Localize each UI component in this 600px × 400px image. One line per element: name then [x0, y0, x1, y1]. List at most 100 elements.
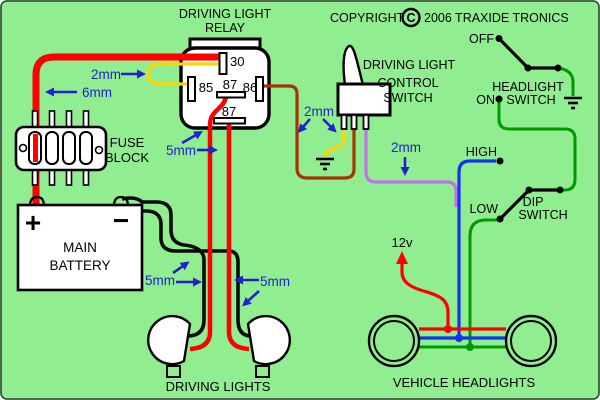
switch-terminal-common: [350, 114, 358, 130]
relay-terminal-30: [218, 52, 228, 75]
control-switch-label-3: SWITCH: [383, 91, 432, 105]
copyright-symbol-letter: C: [406, 11, 415, 25]
vehicle-headlights: 12v VEHICLE HEADLIGHTS: [367, 235, 558, 390]
dip-switch-label-1: DIP: [523, 195, 544, 209]
wire-high-beam-blue: [457, 159, 496, 338]
dip-switch-low-contact: [496, 215, 504, 223]
fuse-mount-hole-right: [94, 145, 104, 155]
wire-earth-left-lamp-black-5mm: [121, 196, 206, 338]
battery-minus-sign: −: [113, 205, 129, 236]
toggle-switch-body: [336, 82, 392, 117]
12v-arrowhead: [396, 251, 408, 264]
control-switch-label-2: CONTROL: [377, 76, 438, 90]
label-5mm-relay-out: 5mm: [166, 143, 196, 158]
junction-green: [466, 343, 474, 351]
dip-switch-common: [556, 186, 564, 194]
toggle-lever: [342, 44, 365, 87]
battery-terminal-negative: [112, 195, 130, 207]
relay-title-line2: RELAY: [205, 21, 246, 35]
battery-body: [16, 203, 144, 292]
battery-terminal-positive: [28, 195, 46, 207]
arrow-2mm-switch-yellow: [322, 118, 337, 133]
ground-symbol-control-switch: [316, 157, 334, 171]
left-lamp-bracket: [166, 365, 181, 378]
wire-low-beam-green: [468, 218, 497, 347]
junction-blue: [455, 334, 463, 342]
copyright-word: COPYRIGHT: [330, 11, 405, 25]
relay-terminal-86-label: 86: [243, 80, 257, 95]
wire-battery-feed-red-6mm: [32, 53, 221, 206]
copyright-year-company: 2006 TRAXIDE TRONICS: [424, 11, 569, 25]
arrow-5mm-relay-left: [181, 131, 203, 145]
relay-title-line1: DRIVING LIGHT: [179, 7, 272, 21]
headlight-switch-label-2: SWITCH: [506, 93, 555, 107]
left-headlight-outer: [367, 314, 421, 368]
relay-terminal-87-bottom-label: 87: [222, 104, 236, 119]
wire-12v-supply-red: [400, 264, 450, 329]
ground-symbol-headlight-switch: [564, 96, 582, 110]
fuse-block-label-2: BLOCK: [105, 150, 149, 165]
dip-switch-pivot: [525, 186, 533, 194]
label-2mm-purple: 2mm: [391, 140, 421, 155]
relay-terminal-87-mid-label: 87: [223, 77, 237, 92]
relay-terminal-30-label: 30: [230, 54, 244, 69]
battery-plus-sign: +: [25, 207, 41, 238]
dip-switch: HIGH LOW DIP SWITCH: [457, 145, 568, 347]
headlight-switch: OFF HEADLIGHT SWITCH ON: [469, 32, 582, 192]
label-6mm-feed: 6mm: [82, 85, 112, 100]
relay-terminal-85: [187, 76, 196, 102]
relay: [179, 37, 271, 130]
headlight-switch-label-1: HEADLIGHT: [492, 80, 564, 94]
right-headlight-inner: [510, 320, 552, 362]
right-driving-lamp: [246, 314, 291, 366]
wire-87-to-left-lamp-red-5mm: [189, 96, 229, 352]
headlight-switch-lever: [497, 36, 530, 70]
battery-label-2: BATTERY: [49, 258, 110, 273]
switch-terminal-highbeam: [362, 114, 370, 130]
driving-light-control-switch: DRIVING LIGHT CONTROL SWITCH: [316, 44, 456, 171]
headlight-switch-off-label: OFF: [469, 32, 494, 46]
dip-switch-low-label: LOW: [470, 202, 499, 216]
arrow-2mm-switch-brown: [297, 118, 311, 134]
wire-on-to-dipswitch-green: [497, 99, 577, 192]
wire-gauge-labels: 2mm 6mm 5mm 2mm 2mm 5mm 5mm: [45, 67, 421, 307]
headlight-switch-common: [554, 64, 562, 72]
wires: [32, 53, 458, 352]
fuse-slot-4: [79, 131, 93, 165]
junction-red: [444, 325, 452, 333]
driving-lights: DRIVING LIGHTS: [147, 314, 291, 394]
fuse-slot-3: [62, 131, 76, 165]
dip-switch-high-label: HIGH: [466, 145, 497, 159]
fuse-block: FUSE BLOCK: [14, 110, 149, 186]
fuse-block-label-1: FUSE: [110, 135, 145, 150]
label-2mm-jumper: 2mm: [91, 67, 121, 82]
main-battery: + − MAIN BATTERY: [16, 195, 144, 292]
wire-87-to-right-lamp-red-5mm: [226, 123, 250, 352]
wire-86-to-switch-brown-2mm: [263, 84, 356, 180]
arrow-5mm-left-black: [172, 261, 190, 275]
relay-terminal-87-bottom: [213, 117, 246, 125]
label-5mm-right-pair: 5mm: [260, 274, 290, 289]
wire-jumper-30-to-85-yellow-2mm: [146, 62, 221, 86]
copyright-line: COPYRIGHT C 2006 TRAXIDE TRONICS: [330, 7, 569, 28]
wire-switch-to-highbeam-purple-2mm: [364, 129, 458, 207]
dip-switch-high-contact: [496, 157, 504, 165]
fuse-slot-2: [45, 131, 59, 165]
battery-label-1: MAIN: [63, 240, 97, 255]
switch-terminal-earth: [340, 114, 348, 130]
left-headlight-inner: [373, 320, 415, 362]
label-2mm-switch: 2mm: [304, 104, 334, 119]
headlight-switch-on-label: ON: [476, 93, 495, 107]
dip-switch-label-2: SWITCH: [518, 208, 567, 222]
right-headlight-outer: [504, 314, 558, 368]
relay-terminal-85-label: 85: [199, 80, 213, 95]
headlight-switch-off-contact: [495, 35, 503, 42]
relay-terminal-86: [255, 76, 264, 102]
headlight-switch-on-contact: [495, 95, 503, 103]
supply-12v-label: 12v: [392, 235, 413, 250]
control-switch-label-1: DRIVING LIGHT: [363, 58, 456, 72]
arrow-5mm-right-black: [242, 290, 260, 307]
